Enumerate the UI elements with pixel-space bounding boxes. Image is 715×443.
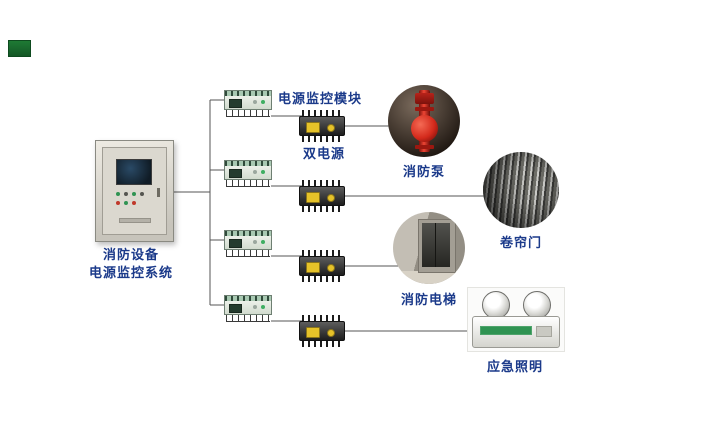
emergency-lamp-left bbox=[482, 291, 510, 319]
module-led bbox=[261, 170, 265, 174]
module-pins bbox=[226, 180, 270, 187]
module-screen bbox=[229, 304, 242, 313]
dual-power-label: 双电源 bbox=[303, 147, 346, 162]
module-screen bbox=[229, 99, 242, 108]
module-led bbox=[253, 100, 257, 104]
module-body bbox=[224, 295, 272, 315]
fire-elevator-label: 消防电梯 bbox=[400, 293, 457, 308]
button-led bbox=[124, 201, 128, 205]
cabinet-door bbox=[102, 147, 167, 235]
elevator-door-split bbox=[435, 223, 436, 267]
pump-flange bbox=[415, 107, 434, 111]
monitor-cabinet bbox=[95, 140, 174, 242]
module-led bbox=[261, 305, 265, 309]
switch-body bbox=[299, 116, 345, 136]
cabinet-button-row bbox=[116, 201, 136, 205]
logo-mark bbox=[8, 40, 31, 57]
button-led bbox=[132, 201, 136, 205]
switch-pins-top bbox=[302, 250, 342, 256]
dual-power-switch-3 bbox=[299, 250, 345, 282]
module-body bbox=[224, 90, 272, 110]
switch-knob bbox=[327, 194, 335, 202]
fire-pump-label: 消防泵 bbox=[402, 165, 445, 180]
pump-flange bbox=[415, 145, 434, 149]
switch-pins-bottom bbox=[302, 206, 342, 212]
switch-body bbox=[299, 186, 345, 206]
indicator-led bbox=[124, 192, 128, 196]
module-body bbox=[224, 160, 272, 180]
module-terminal-strip bbox=[225, 296, 271, 301]
system-label: 消防设备 电源监控系统 bbox=[71, 247, 191, 283]
system-label-line2: 电源监控系统 bbox=[88, 266, 173, 281]
module-label: 电源监控模块 bbox=[278, 92, 363, 107]
power-monitor-module-3 bbox=[224, 230, 272, 257]
system-label-line1: 消防设备 bbox=[102, 248, 159, 263]
module-terminal-strip bbox=[225, 161, 271, 166]
module-screen bbox=[229, 169, 242, 178]
power-monitor-module-2 bbox=[224, 160, 272, 187]
switch-pins-bottom bbox=[302, 276, 342, 282]
dual-power-switch-1 bbox=[299, 110, 345, 142]
dual-power-switch-2 bbox=[299, 180, 345, 212]
switch-knob bbox=[327, 124, 335, 132]
indicator-led bbox=[116, 192, 120, 196]
emergency-light-photo bbox=[467, 287, 565, 352]
emergency-lamp-right bbox=[523, 291, 551, 319]
roller-door-label: 卷帘门 bbox=[499, 236, 542, 251]
power-monitor-module-4 bbox=[224, 295, 272, 322]
cabinet-vent-slot bbox=[119, 218, 151, 223]
module-terminal-strip bbox=[225, 91, 271, 96]
emergency-light-tag bbox=[536, 326, 552, 337]
switch-body bbox=[299, 321, 345, 341]
elevator-door bbox=[422, 223, 450, 267]
emergency-light-green-label bbox=[480, 326, 532, 335]
indicator-led bbox=[140, 192, 144, 196]
switch-handle bbox=[306, 192, 320, 203]
module-led bbox=[261, 240, 265, 244]
emergency-light-base bbox=[472, 316, 560, 348]
roller-door-photo bbox=[483, 152, 559, 228]
power-monitor-module-1 bbox=[224, 90, 272, 117]
switch-body bbox=[299, 256, 345, 276]
pump-volute bbox=[411, 115, 438, 142]
switch-pins-bottom bbox=[302, 341, 342, 347]
button-led bbox=[116, 201, 120, 205]
fire-pump-photo bbox=[388, 85, 460, 157]
cabinet-handle bbox=[157, 188, 160, 197]
module-terminal-strip bbox=[225, 231, 271, 236]
module-led bbox=[253, 170, 257, 174]
elevator-door-frame bbox=[418, 219, 456, 273]
module-body bbox=[224, 230, 272, 250]
roller-door-shading bbox=[483, 152, 559, 228]
module-pins bbox=[226, 315, 270, 322]
switch-pins-top bbox=[302, 180, 342, 186]
module-led bbox=[253, 240, 257, 244]
switch-handle bbox=[306, 122, 320, 133]
module-led bbox=[261, 100, 265, 104]
switch-handle bbox=[306, 262, 320, 273]
emergency-light-label: 应急照明 bbox=[486, 360, 543, 375]
dual-power-switch-4 bbox=[299, 315, 345, 347]
indicator-led bbox=[132, 192, 136, 196]
module-pins bbox=[226, 250, 270, 257]
module-pins bbox=[226, 110, 270, 117]
switch-pins-top bbox=[302, 110, 342, 116]
module-led bbox=[253, 305, 257, 309]
elevator-floor bbox=[393, 271, 465, 284]
switch-pins-bottom bbox=[302, 136, 342, 142]
switch-handle bbox=[306, 327, 320, 338]
fire-elevator-photo bbox=[393, 212, 465, 284]
switch-pins-top bbox=[302, 315, 342, 321]
cabinet-indicator-row bbox=[116, 192, 144, 196]
cabinet-display-screen bbox=[116, 159, 152, 185]
module-screen bbox=[229, 239, 242, 248]
pump-motor bbox=[415, 93, 434, 104]
switch-knob bbox=[327, 264, 335, 272]
switch-knob bbox=[327, 329, 335, 337]
